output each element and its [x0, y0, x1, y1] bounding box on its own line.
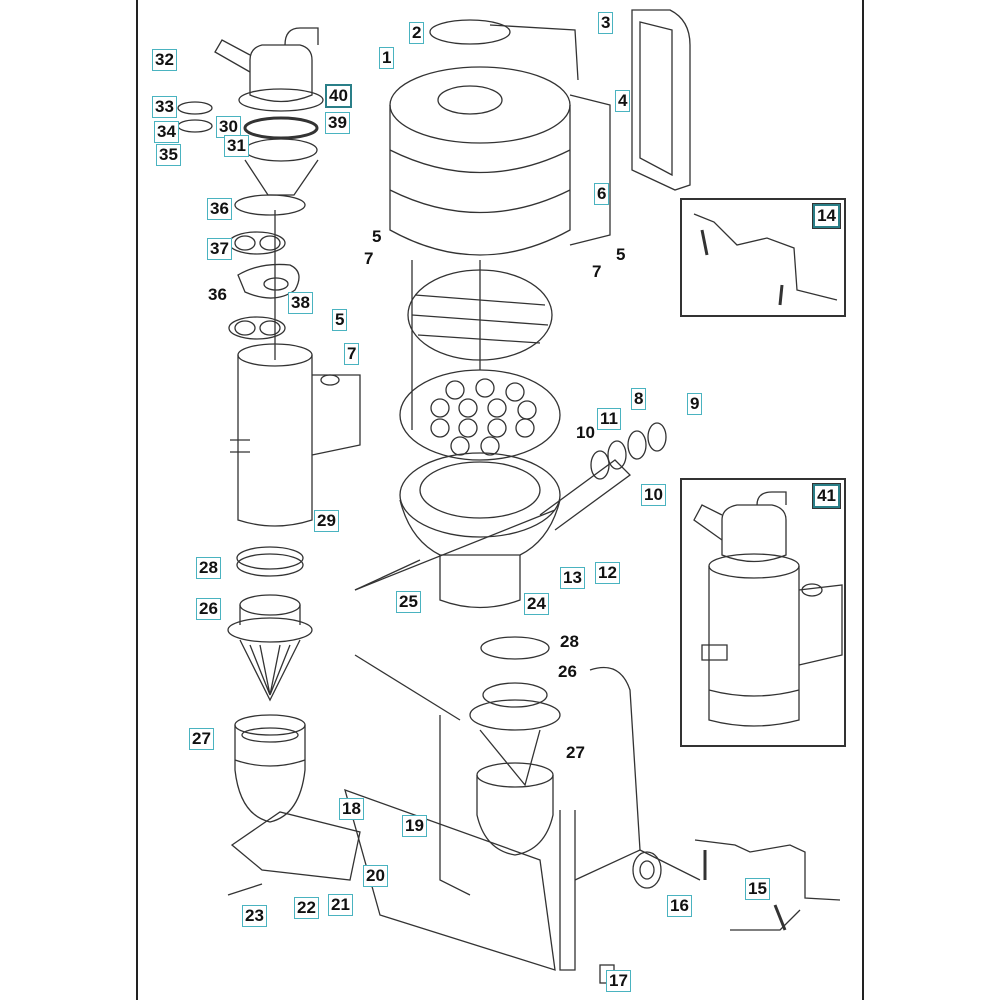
cyclone-assembly-drawing	[693, 491, 843, 727]
filter-cone-26-right	[469, 682, 561, 787]
callout-37: 37	[207, 238, 232, 260]
callout-15: 15	[745, 878, 770, 900]
sheet-border-left	[136, 0, 138, 1000]
cyclone-hood	[214, 27, 324, 112]
callout-18: 18	[339, 798, 364, 820]
callout-6: 6	[594, 183, 610, 205]
callout-38: 38	[288, 292, 313, 314]
handle-assembly-drawing	[693, 213, 838, 306]
callout-19: 19	[402, 815, 427, 837]
callout-28-left: 28	[196, 557, 221, 579]
seal-ring-39	[244, 138, 318, 162]
perforated-plate	[399, 260, 561, 461]
callout-5-drum-left: 5	[372, 227, 382, 246]
callout-4: 4	[615, 90, 631, 112]
callout-40: 40	[325, 84, 352, 108]
callout-32: 32	[152, 49, 177, 71]
callout-9: 9	[687, 393, 703, 415]
callout-12: 12	[595, 562, 620, 584]
inset-label-41: 41	[812, 483, 841, 509]
callout-28-right: 28	[560, 632, 579, 651]
clamp-ring-28-right	[480, 636, 550, 660]
flanges	[590, 422, 667, 480]
rod-23	[227, 883, 263, 896]
callout-10-left: 10	[576, 423, 595, 442]
gasket-ring-40	[243, 116, 319, 140]
callout-33: 33	[152, 96, 177, 118]
sheet-border-right	[862, 0, 864, 1000]
cover-3	[631, 9, 691, 191]
callout-16: 16	[667, 895, 692, 917]
callout-5-drum-right: 5	[616, 245, 626, 264]
hose-2	[489, 24, 579, 81]
callout-20: 20	[363, 865, 388, 887]
callout-8: 8	[631, 388, 647, 410]
callout-39: 39	[325, 112, 350, 134]
callout-27-right: 27	[566, 743, 585, 762]
callout-10-right: 10	[641, 484, 666, 506]
callout-7-drum-left: 7	[364, 249, 374, 268]
filter-cone-26-left	[227, 594, 313, 702]
callout-13: 13	[560, 567, 585, 589]
callout-26-right: 26	[558, 662, 577, 681]
platform-22	[230, 811, 361, 881]
callout-24: 24	[524, 593, 549, 615]
callout-25: 25	[396, 591, 421, 613]
clamp-ring-33	[177, 101, 213, 115]
clamp-ring-28-left	[236, 546, 304, 570]
main-drum-1	[389, 66, 611, 256]
cone-flange	[234, 194, 306, 216]
plate-stack	[228, 231, 300, 340]
callout-26-left: 26	[196, 598, 221, 620]
callout-17: 17	[606, 970, 631, 992]
trolley-frame	[344, 654, 701, 984]
inset-handle-assembly-14: 14	[680, 198, 846, 317]
callout-5-cyclone: 5	[332, 309, 348, 331]
ring-34	[177, 119, 213, 133]
dust-bin-27-right	[476, 762, 554, 856]
callout-27-left: 27	[189, 728, 214, 750]
funnel-housing	[399, 452, 631, 609]
callout-3: 3	[598, 12, 614, 34]
callout-36-upper: 36	[207, 198, 232, 220]
callout-34: 34	[154, 121, 179, 143]
handle-bar-15	[694, 839, 841, 901]
callout-23: 23	[242, 905, 267, 927]
callout-31: 31	[224, 135, 249, 157]
callout-2: 2	[409, 22, 425, 44]
dust-bin-27-left	[234, 714, 306, 823]
callout-7-drum-right: 7	[592, 262, 602, 281]
callout-11: 11	[597, 408, 621, 430]
lid-2	[429, 19, 511, 45]
callout-22: 22	[294, 897, 319, 919]
callout-35: 35	[156, 144, 181, 166]
callout-29: 29	[314, 510, 339, 532]
callout-1: 1	[379, 47, 395, 69]
callout-36-lower: 36	[208, 285, 227, 304]
inset-label-14: 14	[812, 203, 841, 229]
inset-cyclone-assembly-41: 41	[680, 478, 846, 747]
cyclone-body	[230, 210, 361, 527]
callout-21: 21	[328, 894, 353, 916]
cyclone-cone	[244, 159, 319, 196]
clamp-ring-28-left-inner	[236, 553, 304, 577]
callout-7-cyclone: 7	[344, 343, 360, 365]
